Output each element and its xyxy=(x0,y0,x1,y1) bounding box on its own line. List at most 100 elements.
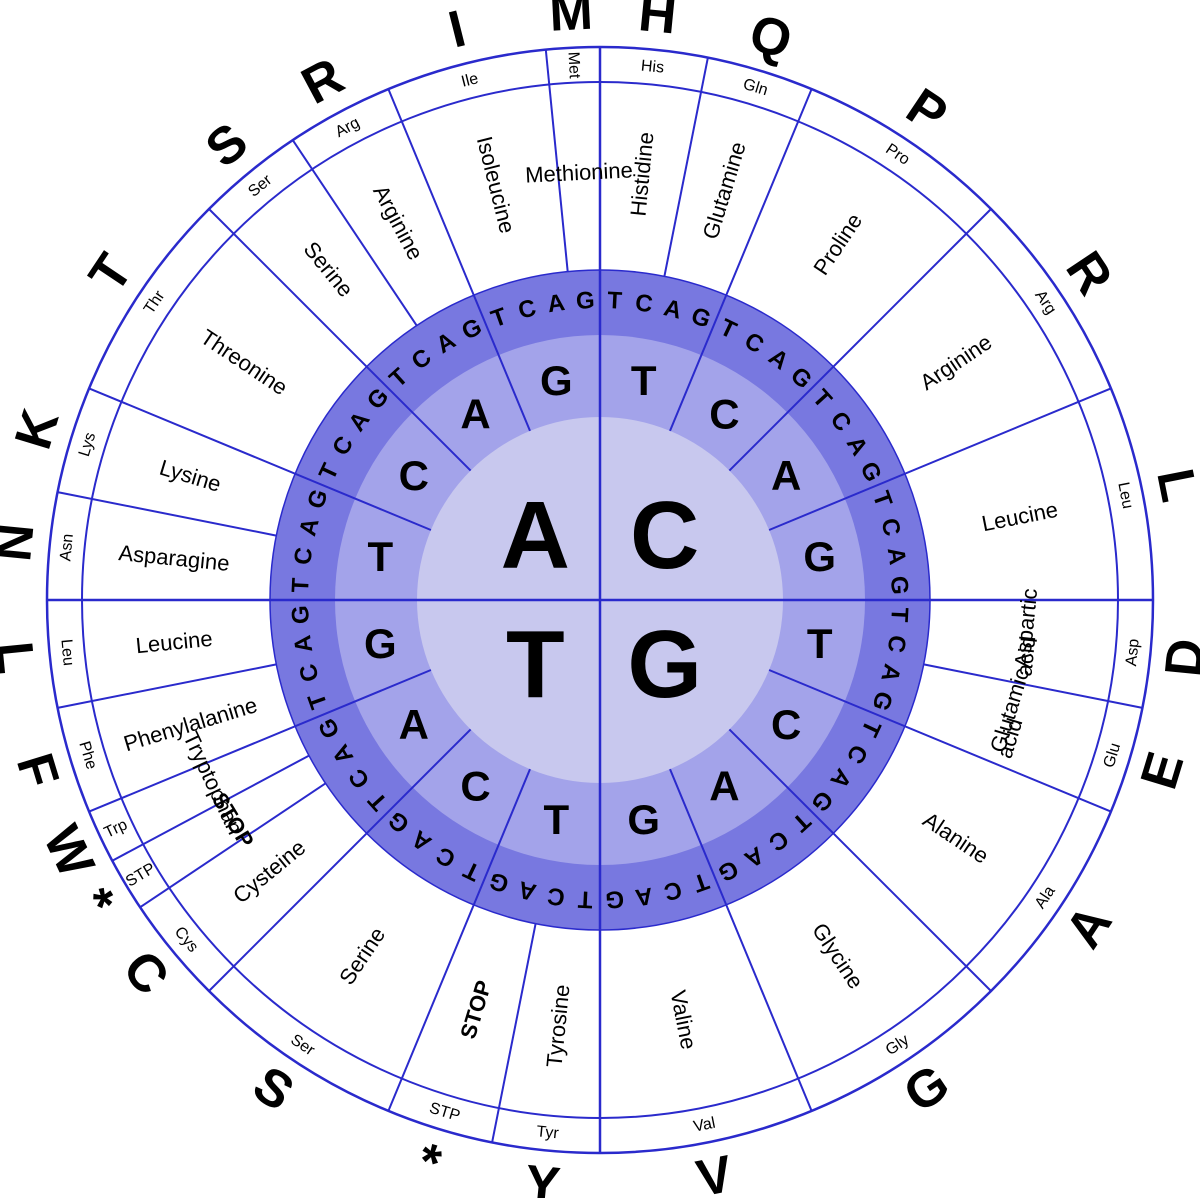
amino-acid-abbr: Leu xyxy=(1114,481,1136,510)
third-base-label: G xyxy=(287,605,315,625)
amino-acid-abbr: Thr xyxy=(141,287,169,317)
amino-acid-abbr: Arg xyxy=(1031,287,1059,317)
amino-acid-abbr: Ala xyxy=(1032,883,1059,912)
first-base-label: T xyxy=(506,611,565,718)
second-base-label: T xyxy=(367,533,393,580)
second-base-label: G xyxy=(627,796,660,843)
amino-acid-name: Alanine xyxy=(918,807,993,869)
sector-divider xyxy=(768,669,1112,813)
amino-acid-abbr: Leu xyxy=(57,638,77,666)
amino-acid-name: Methionine xyxy=(525,157,634,187)
second-base-label: G xyxy=(803,533,836,580)
divider-lines xyxy=(45,45,1155,1155)
amino-acid-abbr: Asn xyxy=(57,533,77,562)
amino-acid-abbr: Cys xyxy=(171,924,202,956)
amino-acid-abbr: Ile xyxy=(460,70,481,91)
sector-divider xyxy=(728,208,992,472)
sector-divider xyxy=(669,768,813,1112)
third-base-label: A xyxy=(546,289,567,318)
third-base-label: C xyxy=(882,633,911,654)
one-letter-code: F xyxy=(5,747,70,794)
amino-acid-abbr: Ser xyxy=(245,171,276,200)
one-letter-code: L xyxy=(0,639,45,676)
third-base-label: C xyxy=(516,294,539,324)
first-base-label: A xyxy=(501,482,570,589)
amino-acid-abbr: Val xyxy=(692,1115,717,1136)
one-letter-code: Q xyxy=(743,4,799,71)
sector-divider xyxy=(728,728,992,992)
amino-acid-name: Isoleucine xyxy=(472,134,520,236)
one-letter-code: C xyxy=(111,940,180,1006)
second-base-label: A xyxy=(709,763,739,810)
third-base-label: C xyxy=(633,289,654,318)
one-letter-code: Y xyxy=(522,1155,562,1198)
amino-acid-name: Leucine xyxy=(135,626,214,658)
amino-acid-abbr: Ser xyxy=(287,1031,318,1059)
second-base-label: C xyxy=(399,452,429,499)
sector-divider xyxy=(57,491,277,537)
amino-acid-abbr: His xyxy=(640,58,665,77)
sector-divider xyxy=(544,49,569,272)
sector-divider xyxy=(57,663,277,709)
third-base-label: T xyxy=(607,287,623,315)
third-base-label: A xyxy=(289,633,318,654)
third-base-label: C xyxy=(289,546,318,567)
one-letter-code: P xyxy=(896,77,957,144)
sector-divider xyxy=(291,139,418,327)
amino-acid-name: Serine xyxy=(334,923,390,990)
second-base-label: G xyxy=(364,620,397,667)
amino-acid-name: Valine xyxy=(665,988,701,1051)
sector-divider xyxy=(88,387,432,531)
amino-acid-abbr: STP xyxy=(123,860,158,891)
one-letter-code: D xyxy=(1155,636,1200,679)
amino-acid-abbr: STP xyxy=(427,1100,462,1125)
sector-divider xyxy=(208,728,472,992)
amino-acid-name: Asparagine xyxy=(117,540,230,576)
third-base-label: C xyxy=(294,661,324,684)
amino-acid-name: acid xyxy=(1011,635,1040,678)
third-base-label: C xyxy=(661,875,684,905)
one-letter-code: T xyxy=(78,244,144,303)
one-letter-code: H xyxy=(636,0,679,45)
third-base-label: A xyxy=(882,546,911,567)
sector-divider xyxy=(387,88,531,432)
sector-divider xyxy=(387,768,531,1112)
amino-acid-name: Glycine xyxy=(807,918,869,993)
sector-divider xyxy=(111,754,310,862)
one-letter-code: I xyxy=(443,0,471,59)
one-letter-code: S xyxy=(243,1055,304,1122)
amino-acid-name: Tryptophan xyxy=(178,728,248,839)
second-base-label: A xyxy=(460,390,490,437)
one-letter-code: K xyxy=(4,402,71,455)
third-base-label: A xyxy=(516,875,539,905)
third-base-label: C xyxy=(546,882,567,911)
amino-acid-name: STOP xyxy=(455,977,496,1041)
third-base-label: A xyxy=(875,661,905,684)
third-base-label: A xyxy=(661,294,684,324)
third-base-label: T xyxy=(287,577,315,593)
amino-acid-name: Arginine xyxy=(368,181,428,264)
sector-divider xyxy=(88,669,432,813)
amino-acid-name: Tyrosine xyxy=(542,983,575,1068)
sector-divider xyxy=(663,57,709,277)
amino-acid-abbr: Gln xyxy=(741,76,770,100)
third-base-label: G xyxy=(885,575,913,595)
amino-acid-name: Threonine xyxy=(196,324,292,400)
sector-divider xyxy=(491,923,537,1143)
second-base-label: T xyxy=(543,796,569,843)
amino-acid-name: Leucine xyxy=(980,497,1060,537)
amino-acid-abbr: Phe xyxy=(75,739,100,771)
sector-divider xyxy=(768,387,1112,531)
second-base-label: G xyxy=(540,357,573,404)
sector-divider xyxy=(139,782,327,909)
one-letter-code: G xyxy=(894,1054,960,1125)
one-letter-code: A xyxy=(1054,895,1123,958)
amino-acid-abbr: Pro xyxy=(882,141,912,169)
sector-divider xyxy=(923,663,1143,709)
one-letter-code: * xyxy=(411,1132,448,1194)
second-base-label: A xyxy=(771,452,801,499)
third-base-label: A xyxy=(294,516,324,539)
amino-acid-name: Glutamine xyxy=(698,139,751,242)
first-base-label: G xyxy=(627,611,702,718)
third-base-label: T xyxy=(885,607,913,623)
